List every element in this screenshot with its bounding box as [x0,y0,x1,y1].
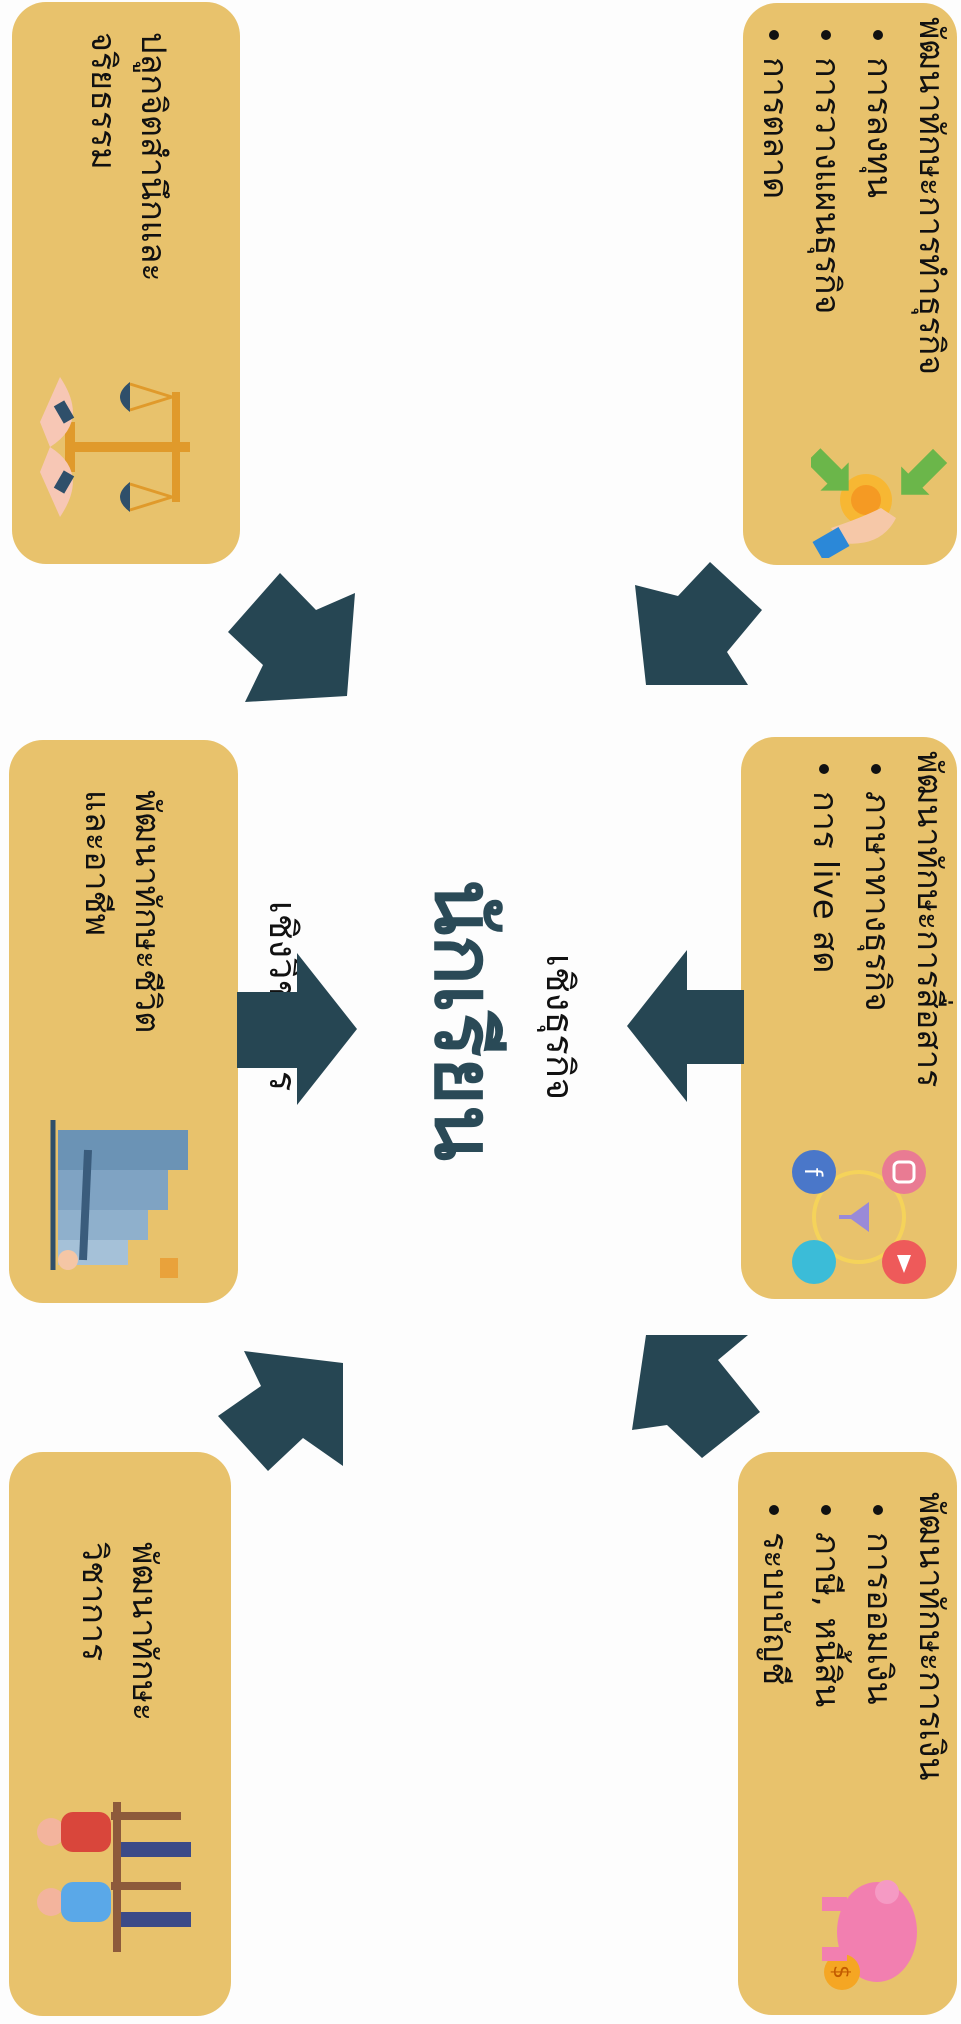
svg-text:f: f [799,1168,827,1177]
card-ethics: ปลูกจิตสำนึกและ จริยธรรม [12,2,240,564]
students-desk-icon [37,1802,191,1952]
money-hand-icon [811,448,948,558]
arrow-business [635,562,762,685]
scales-handshake-icon [40,377,190,517]
arrow-academic [218,1351,343,1471]
arrow-communication [627,950,744,1102]
career-stairs-icon [50,1120,188,1278]
social-media-icon: f [792,1150,926,1284]
card-communication: พัฒนาทักษะการสื่อสาร ภาษาทางธุรกิจ การ l… [741,737,957,1299]
piggy-bank-icon: $ [822,1880,917,1990]
card-finance: พัฒนาทักษะการเงิน การออมเงิน ภาษี, หนี้ส… [738,1452,957,2015]
card-business: พัฒนาทักษะการทำธุรกิจ การลงทุน การวางแผน… [743,3,957,565]
arrow-ethics [228,573,355,702]
card-life: พัฒนาทักษะชีวิต และอาชีพ [9,740,238,1303]
card-academic: พัฒนาทักษะ วิชาการ [9,1452,231,2016]
svg-text:$: $ [828,1965,853,1979]
arrow-finance [632,1335,760,1458]
arrow-life [237,953,357,1105]
